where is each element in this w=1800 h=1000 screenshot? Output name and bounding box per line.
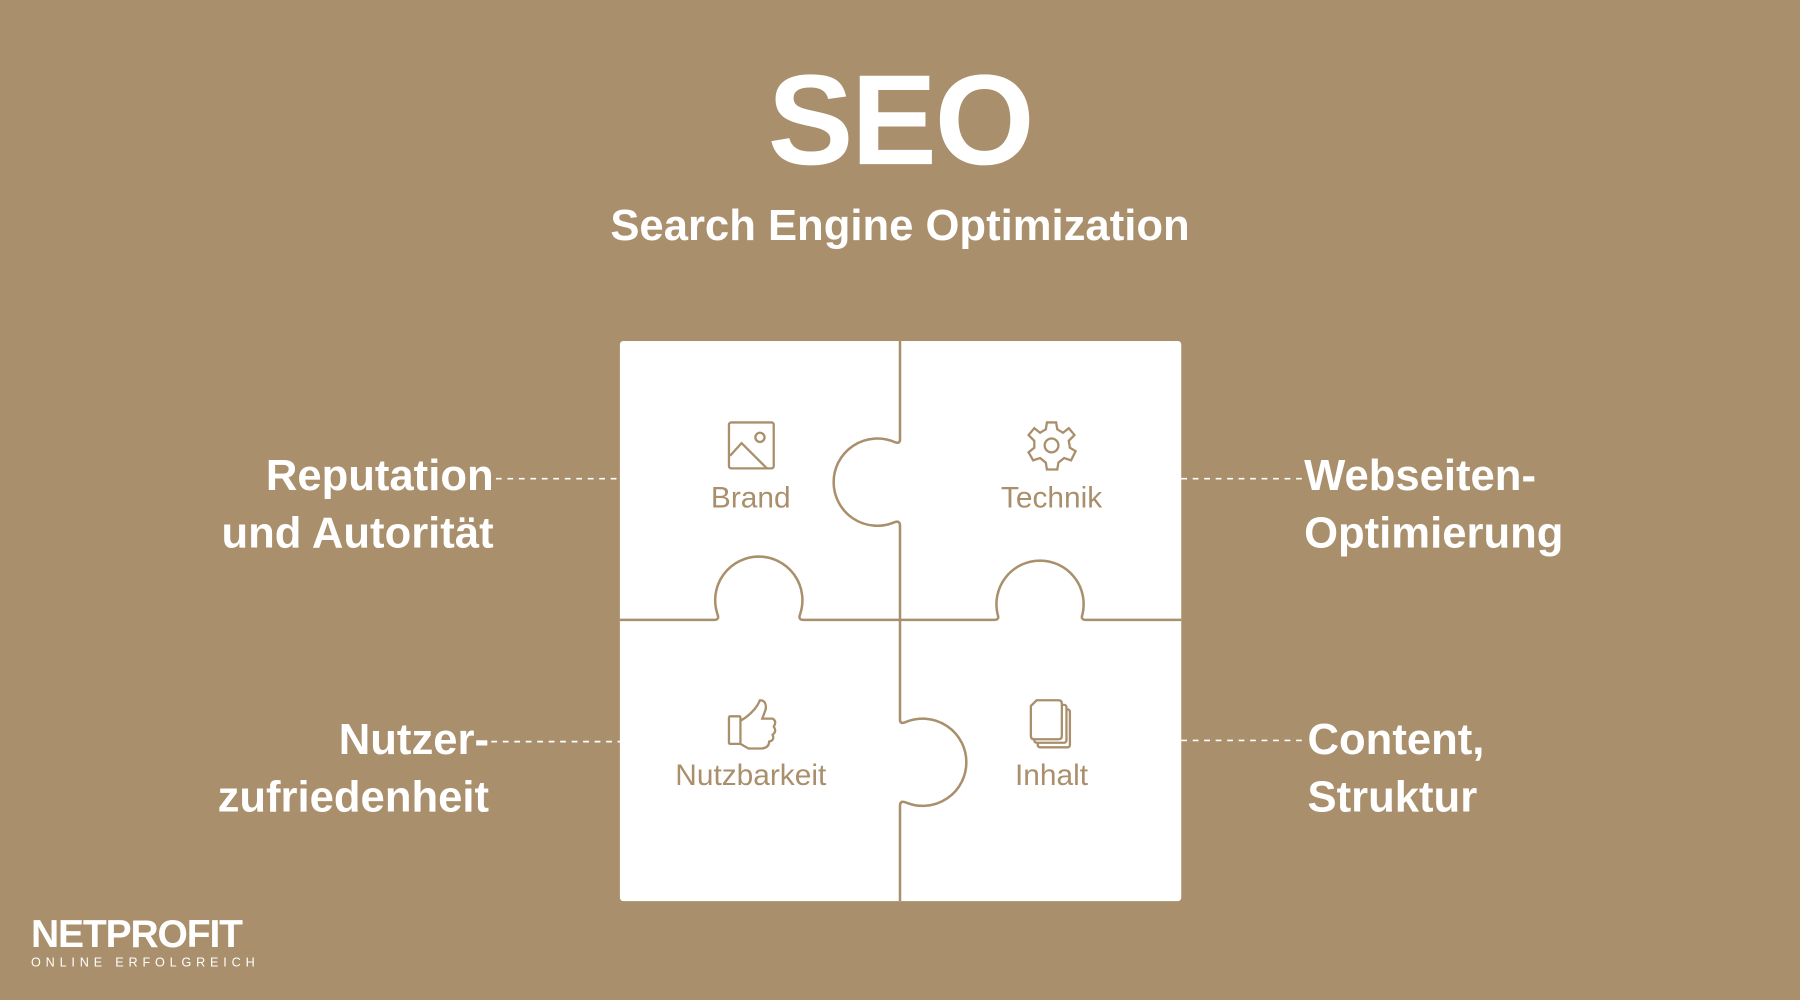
callout-reputation: Reputation und Autorität <box>221 448 493 563</box>
gear-icon <box>1027 421 1078 471</box>
callout-line: Content, <box>1307 716 1485 765</box>
documents-icon <box>1029 699 1072 749</box>
callout-content: Content, Struktur <box>1308 712 1485 827</box>
callout-line: zufriedenheit <box>217 773 490 822</box>
puzzle-seam-vertical <box>832 340 968 902</box>
callout-line: Optimierung <box>1304 509 1564 558</box>
piece-label-inhalt: Inhalt <box>1015 757 1089 793</box>
page-subtitle: Search Engine Optimization <box>610 202 1190 251</box>
image-icon <box>727 421 775 470</box>
callout-line: Reputation <box>265 452 494 501</box>
callout-line: Webseiten- <box>1304 452 1536 501</box>
callout-line: Nutzer- <box>338 716 490 765</box>
netprofit-logo: NETPROFIT ONLINE ERFOLGREICH <box>31 914 260 971</box>
thumbs-up-icon <box>727 699 777 750</box>
page-title: SEO <box>767 48 1035 192</box>
logo-tagline: ONLINE ERFOLGREICH <box>30 956 260 971</box>
logo-name: NETPROFIT <box>30 912 243 957</box>
piece-label-nutzbarkeit: Nutzbarkeit <box>675 757 827 793</box>
callout-nutzer: Nutzer- zufriedenheit <box>218 712 489 827</box>
puzzle-seam-horizontal <box>619 555 1182 622</box>
callout-line: Struktur <box>1307 773 1478 822</box>
callout-line: und Autorität <box>221 509 494 558</box>
piece-label-technik: Technik <box>1000 479 1103 515</box>
callout-webseiten: Webseiten- Optimierung <box>1304 448 1563 563</box>
piece-label-brand: Brand <box>710 479 791 515</box>
